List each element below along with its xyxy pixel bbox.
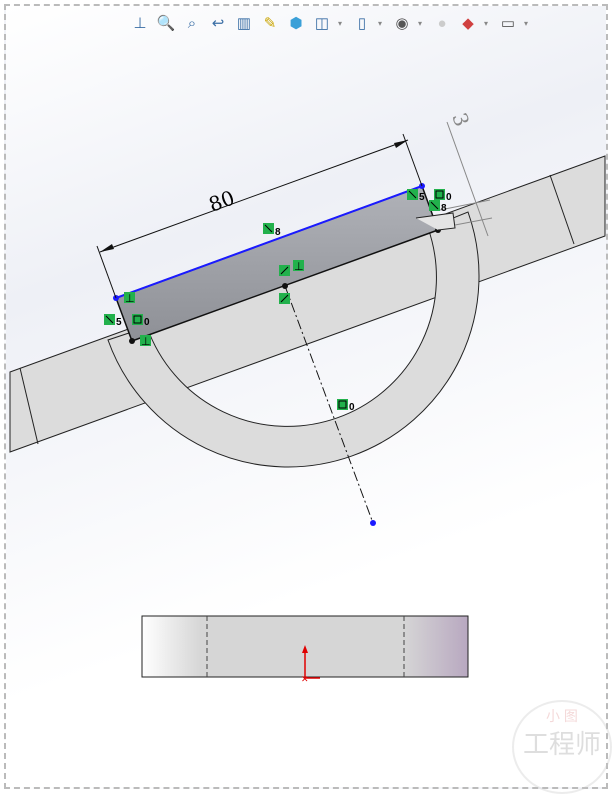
relation-parallel-right[interactable]: 5	[407, 189, 425, 203]
apply-scene-icon[interactable]: ●	[437, 14, 447, 32]
relation-coincident[interactable]	[279, 293, 290, 304]
relation-fixed-center[interactable]: 0	[337, 399, 355, 413]
monitor-icon[interactable]: ▭	[500, 15, 516, 32]
heads-up-view-toolbar: ⊥ 🔍 ⌕ ↩ ▥ ✎ ⬢ ◫ ▾ ▯ ▾ ◉ ▾ ● ◆ ▾ ▭ ▾	[130, 10, 532, 36]
svg-text:⊥: ⊥	[141, 336, 151, 348]
relation-fixed-left[interactable]: 0	[132, 314, 150, 328]
svg-text:8: 8	[275, 227, 281, 238]
relation-perpendicular-mid[interactable]: ⊥	[293, 260, 304, 273]
zoom-to-fit-icon[interactable]: 🔍	[156, 15, 176, 32]
centerline[interactable]	[284, 285, 374, 524]
relation-fixed-right[interactable]: 0	[434, 189, 452, 203]
dimension-3-text[interactable]: 3	[447, 110, 474, 130]
chevron-down-icon[interactable]: ▾	[418, 18, 423, 28]
offset-step	[415, 212, 456, 231]
svg-text:✕: ✕	[301, 674, 309, 684]
relation-perpendicular-top-left[interactable]: ⊥	[124, 292, 135, 305]
chevron-down-icon[interactable]: ▾	[338, 18, 343, 28]
watermark-bottom: 工程师	[522, 729, 601, 759]
relation-midpoint[interactable]	[279, 265, 290, 276]
chevron-down-icon[interactable]: ▾	[524, 18, 529, 28]
view-settings-icon[interactable]: ◆	[462, 15, 474, 32]
hide-show-items-icon[interactable]: ▯	[357, 15, 367, 32]
previous-view-icon[interactable]: ↩	[211, 15, 225, 32]
edge-line	[549, 174, 575, 245]
svg-text:⊥: ⊥	[125, 293, 135, 305]
relation-parallel-right-2[interactable]: 8	[429, 200, 447, 214]
chevron-down-icon[interactable]: ▾	[484, 18, 489, 28]
svg-text:5: 5	[116, 317, 122, 328]
svg-text:⊥: ⊥	[294, 261, 304, 273]
section-view-icon[interactable]: ▥	[236, 15, 252, 32]
origin-icon: ✕	[301, 645, 320, 684]
selected-top-line[interactable]	[115, 185, 423, 299]
display-style-icon[interactable]: ◫	[314, 15, 330, 32]
centerline-endpoint[interactable]	[370, 520, 376, 526]
edge-line	[19, 367, 39, 445]
relation-parallel-top[interactable]: 8	[263, 223, 281, 238]
relation-parallel-left[interactable]: 5	[104, 314, 122, 328]
chevron-down-icon[interactable]: ▾	[378, 18, 383, 28]
svg-text:0: 0	[446, 192, 452, 203]
part-band	[9, 155, 606, 453]
zoom-to-area-icon[interactable]: ⌕	[187, 14, 197, 32]
svg-text:0: 0	[349, 402, 355, 413]
svg-text:8: 8	[441, 203, 447, 214]
normal-to-icon[interactable]: ⊥	[133, 15, 147, 32]
svg-text:0: 0	[144, 317, 150, 328]
dynamic-annotation-icon[interactable]: ✎	[263, 15, 277, 32]
view-orientation-icon[interactable]: ⬢	[289, 15, 303, 32]
watermark-top: 小 图	[546, 708, 578, 724]
svg-text:5: 5	[419, 192, 425, 203]
relation-perpendicular-bottom-left[interactable]: ⊥	[140, 335, 151, 348]
endpoint[interactable]	[129, 338, 135, 344]
half-ring[interactable]	[107, 211, 480, 468]
edit-appearance-icon[interactable]: ◉	[395, 15, 409, 32]
watermark-logo: 小 图 工程师	[512, 700, 612, 794]
